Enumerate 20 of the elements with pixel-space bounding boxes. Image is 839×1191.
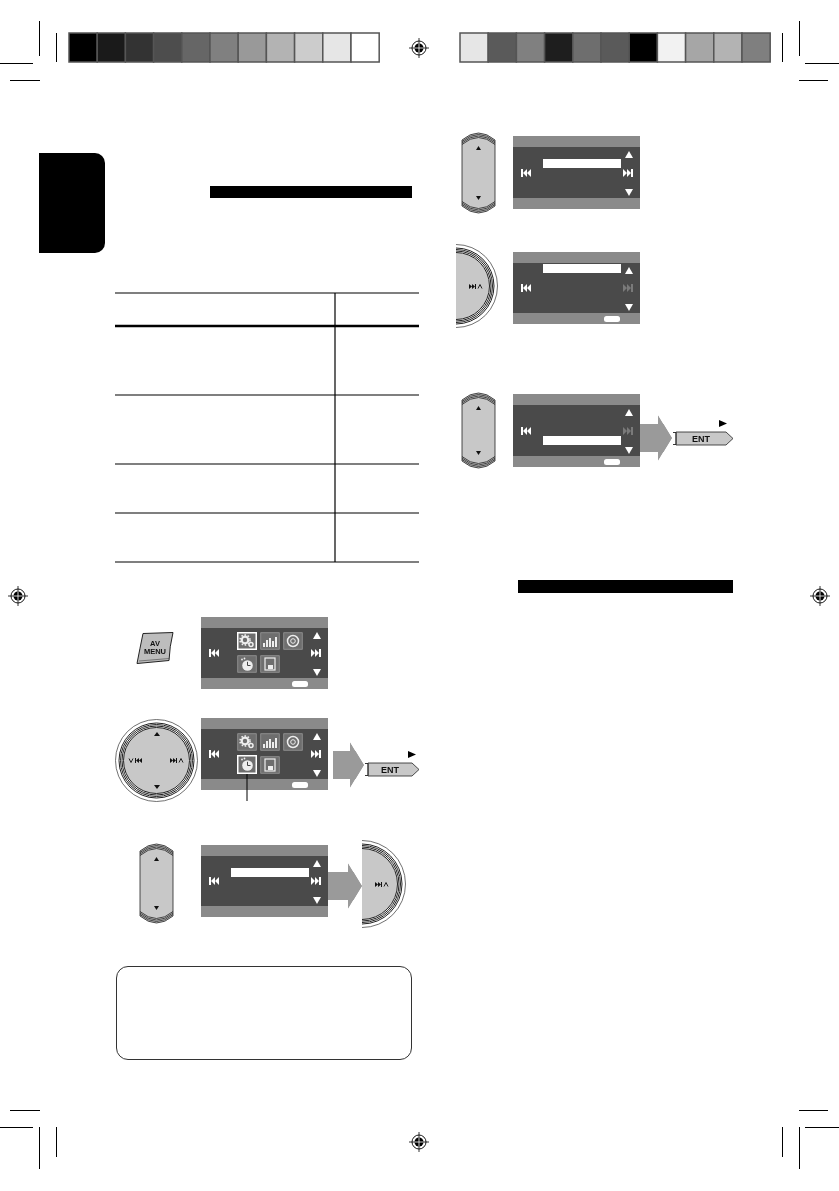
rocker-key [461, 132, 496, 214]
rocker-key [461, 392, 496, 469]
display-screen [201, 845, 328, 917]
leader-line [246, 773, 248, 802]
section-tab [39, 153, 105, 253]
display-screen [513, 136, 640, 209]
control-dial [115, 719, 198, 802]
display-screen [513, 252, 640, 324]
display-screen [513, 394, 640, 467]
arrow [328, 862, 362, 910]
control-dial [456, 244, 499, 328]
rocker-key [139, 843, 174, 924]
control-dial [362, 840, 407, 928]
clock-icon [237, 755, 257, 774]
enter-key: ENT [672, 431, 734, 446]
note-box [116, 966, 412, 1060]
display-screen [201, 617, 328, 689]
enter-key: ENT [364, 762, 420, 777]
arrow [640, 414, 672, 462]
arrow [333, 741, 364, 789]
